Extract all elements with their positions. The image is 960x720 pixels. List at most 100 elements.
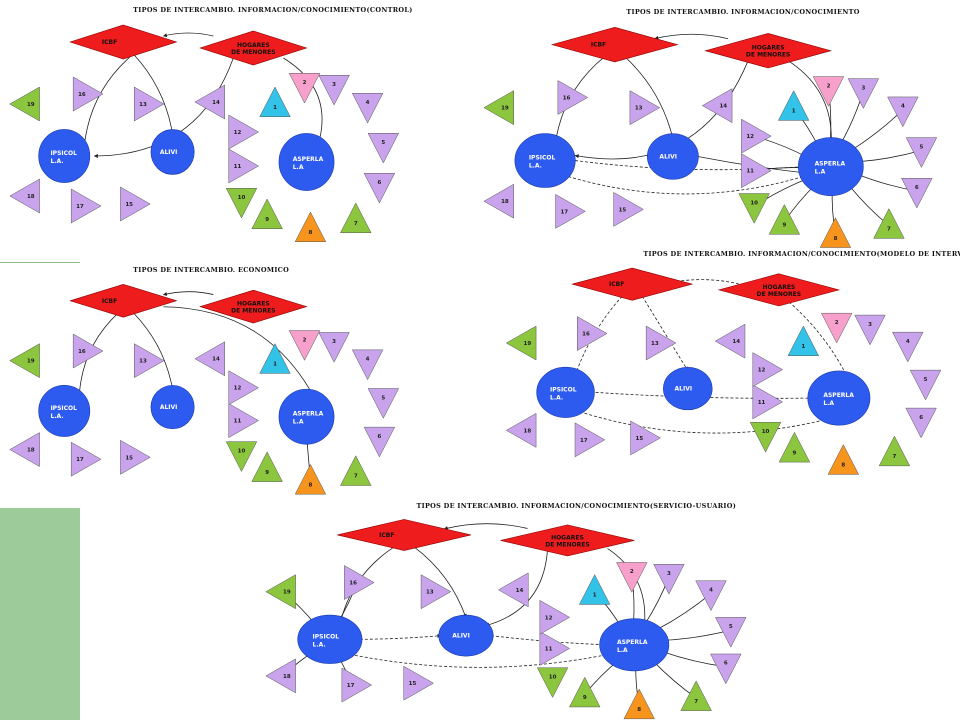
alivi-node: ALIVI [647, 133, 699, 180]
actor-triangle-shape [787, 325, 820, 357]
ipsicol-node-label-line1: IPSICOL [50, 150, 77, 157]
edge-arrow [575, 409, 839, 434]
actor-triangle-shape [714, 323, 746, 359]
actor-triangle-7: 7 [340, 202, 372, 233]
hogares-node-label-line2: DE MENORES [231, 308, 275, 315]
actor-triangle-13: 13 [133, 343, 165, 379]
actor-triangle-label: 3 [861, 85, 865, 91]
actor-triangle-shape [251, 198, 283, 229]
actor-triangle-shape [680, 680, 712, 711]
actor-triangle-shape [259, 86, 291, 117]
hogares-node-label-line2: DE MENORES [757, 291, 801, 298]
asperla-node-shape [278, 133, 335, 191]
edge-arrow [847, 184, 890, 226]
actor-triangle-shape [505, 412, 537, 448]
actor-triangle-label: 9 [265, 470, 269, 476]
actor-triangle-label: 14 [212, 100, 220, 106]
network-panel-1: TIPOS DE INTERCAMBIO. INFORMACION/CONOCI… [9, 6, 412, 242]
hogares-node-shape [199, 289, 308, 324]
actor-triangle-label: 15 [636, 436, 644, 442]
actor-triangle-19: 19 [9, 86, 40, 122]
actor-triangle-shape [318, 332, 350, 363]
actor-triangle-4: 4 [892, 331, 924, 363]
actor-triangle-8: 8 [294, 211, 327, 242]
actor-triangle-label: 13 [139, 102, 147, 108]
actor-triangle-shape [555, 193, 586, 229]
alivi-node-shape [438, 614, 494, 657]
alivi-node-label: ALIVI [659, 153, 677, 160]
edge-arrow [607, 548, 647, 628]
actor-triangle-shape [909, 369, 942, 401]
ipsicol-node-label-line2: L.A. [550, 394, 563, 401]
actor-triangle-label: 4 [906, 339, 910, 345]
actor-triangle-label: 9 [583, 695, 587, 701]
actor-triangle-label: 10 [238, 195, 246, 201]
actor-triangle-label: 8 [637, 707, 641, 713]
icbf-node-label: ICBF [379, 532, 394, 539]
actor-triangle-label: 10 [750, 200, 758, 206]
actor-triangle-label: 6 [919, 415, 923, 421]
actor-triangle-14: 14 [714, 323, 746, 359]
actor-triangle-shape [420, 574, 452, 610]
actor-triangle-11: 11 [539, 631, 571, 666]
hogares-node-shape [199, 30, 308, 66]
actor-triangle-9: 9 [569, 676, 601, 708]
alivi-node-label: ALIVI [160, 149, 178, 156]
actor-triangle-label: 18 [524, 428, 532, 434]
actor-triangle-label: 18 [501, 199, 509, 205]
actor-triangle-shape [133, 86, 165, 122]
actor-triangle-shape [72, 333, 104, 369]
actor-triangle-label: 4 [366, 100, 370, 106]
hogares-node-shape [717, 273, 841, 307]
actor-triangle-6: 6 [363, 173, 396, 204]
actor-triangle-label: 15 [125, 455, 133, 461]
actor-triangle-shape [873, 208, 905, 239]
actor-triangle-label: 4 [901, 104, 905, 110]
alivi-node-shape [150, 385, 195, 430]
actor-triangle-shape [483, 183, 514, 219]
actor-triangle-label: 1 [593, 593, 597, 599]
actor-triangle-label: 7 [893, 454, 897, 460]
hogares-node-label-line1: HOGARES [551, 534, 584, 541]
actor-triangle-12: 12 [539, 599, 571, 635]
actor-triangle-14: 14 [194, 84, 225, 120]
actor-triangle-label: 13 [635, 106, 643, 112]
actor-triangle-label: 14 [719, 104, 727, 110]
actor-triangle-shape [70, 188, 102, 224]
icbf-node-label: ICBF [591, 42, 606, 49]
actor-triangle-shape [70, 441, 102, 477]
actor-triangle-shape [367, 133, 400, 164]
ipsicol-node-label-line2: L.A. [529, 163, 542, 170]
alivi-node-label: ALIVI [675, 386, 693, 393]
actor-triangle-shape [497, 572, 529, 608]
actor-triangle-label: 16 [78, 349, 86, 355]
actor-triangle-shape [812, 76, 845, 107]
actor-triangle-label: 1 [801, 344, 805, 350]
actor-triangle-shape [194, 84, 225, 120]
icbf-node-label: ICBF [609, 281, 624, 288]
asperla-node-label-line2: L.A [815, 169, 826, 176]
actor-triangle-label: 18 [283, 674, 291, 680]
actor-triangle-label: 10 [549, 674, 557, 680]
actor-triangle-label: 19 [501, 106, 509, 112]
actor-triangle-label: 17 [560, 209, 568, 215]
actor-triangle-18: 18 [265, 658, 296, 694]
actor-triangle-label: 17 [76, 457, 84, 463]
actor-triangle-1: 1 [777, 90, 810, 121]
panel-title: TIPOS DE INTERCAMBIO. INFORMACION/CONOCI… [133, 6, 412, 14]
actor-triangle-17: 17 [574, 422, 606, 458]
actor-triangle-shape [9, 432, 40, 467]
hogares-node-label-line1: HOGARES [752, 45, 785, 52]
actor-triangle-7: 7 [680, 680, 712, 711]
actor-triangle-16: 16 [344, 565, 375, 600]
actor-triangle-label: 10 [762, 429, 770, 435]
actor-triangle-10: 10 [749, 422, 782, 453]
edge-arrow [443, 523, 528, 531]
hogares-node-label-line2: DE MENORES [746, 52, 790, 59]
actor-triangle-label: 4 [366, 357, 370, 363]
actor-triangle-shape [752, 384, 784, 420]
